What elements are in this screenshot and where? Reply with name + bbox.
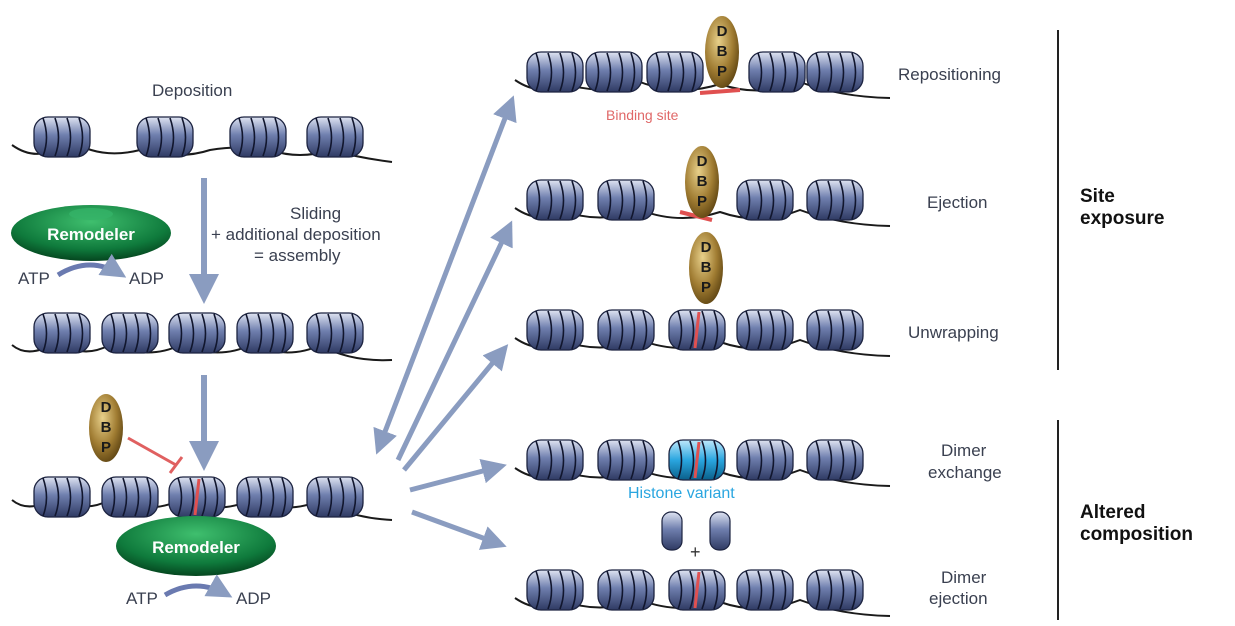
dbp-ej-d: D — [697, 153, 708, 170]
nucleosome-bound-1 — [33, 476, 91, 518]
nucleosome-assembly-4 — [236, 312, 294, 354]
additional-deposition-label: + additional deposition — [211, 225, 381, 244]
binding-site-repositioning — [699, 88, 741, 95]
arrow-ejection — [395, 220, 513, 462]
nucleosome-ejection-2 — [597, 179, 655, 221]
nucleosome-ejection-1 — [526, 179, 584, 221]
nucleosome-assembly-3 — [168, 312, 226, 354]
outcome-dimer-exchange-label-1: Dimer — [941, 441, 987, 460]
nucleosome-unwrapping-1 — [526, 309, 584, 351]
dbp-left-b: B — [101, 419, 112, 436]
remodeler-top: Remodeler — [11, 205, 171, 261]
atp-top-label: ATP — [18, 269, 50, 288]
nucleosome-dimer-ejection-1 — [526, 569, 584, 611]
dbp-rep-b: B — [717, 43, 728, 60]
nucleosome-deposition-2 — [136, 116, 194, 158]
nucleosome-unwrapping-5 — [806, 309, 864, 351]
nucleosome-dimer-ejection-4 — [736, 569, 794, 611]
atp-adp-curve-bottom — [163, 574, 233, 598]
adp-top-label: ADP — [129, 269, 164, 288]
histone-variant-label: Histone variant — [628, 485, 735, 502]
nucleosome-ejection-3 — [736, 179, 794, 221]
arrow-unwrapping — [402, 344, 509, 472]
nucleosome-dimer-ejection-5 — [806, 569, 864, 611]
nucleosome-dimer-exchange-4 — [736, 439, 794, 481]
nucleosome-repositioning-5 — [806, 51, 864, 93]
atp-bottom-label: ATP — [126, 589, 158, 608]
assembly-label: = assembly — [254, 246, 341, 265]
nucleosome-ejection-4 — [806, 179, 864, 221]
nucleosome-repositioning-3 — [646, 51, 704, 93]
nucleosome-repositioning-1 — [526, 51, 584, 93]
dbp-ej-b: B — [697, 173, 708, 190]
outcome-arrows — [373, 95, 517, 550]
binding-site-ejection — [679, 210, 713, 222]
nucleosome-unwrapping-4 — [736, 309, 794, 351]
dbp-left-p: P — [101, 439, 111, 456]
nucleosome-dimer-ejection-3 — [668, 569, 726, 611]
inhibition-line — [127, 436, 177, 467]
dbp-ejection: D B P — [685, 146, 719, 218]
nucleosome-deposition-4 — [306, 116, 364, 158]
altered-composition-label-1: Altered — [1080, 502, 1145, 523]
nucleosome-dimer-exchange-2 — [597, 439, 655, 481]
outcome-dimer-ejection-label-2: ejection — [929, 589, 988, 608]
sliding-label: Sliding — [290, 204, 341, 223]
dbp-repositioning: D B P — [705, 16, 739, 88]
site-exposure-label-1: Site — [1080, 186, 1115, 207]
nucleosome-bound-2 — [101, 476, 159, 518]
dbp-un-b: B — [701, 259, 712, 276]
nucleosome-dimer-exchange-3 — [668, 439, 726, 481]
inhibition-bar — [168, 456, 184, 474]
dbp-un-p: P — [701, 279, 711, 296]
remodeler-bottom-label: Remodeler — [152, 538, 240, 557]
dbp-rep-d: D — [717, 23, 728, 40]
nucleosome-dimer-exchange-5 — [806, 439, 864, 481]
nucleosome-assembly-1 — [33, 312, 91, 354]
remodeler-top-label: Remodeler — [47, 225, 135, 244]
deposition-label: Deposition — [152, 81, 232, 100]
remodeler-bottom: Remodeler — [116, 516, 276, 576]
adp-bottom-label: ADP — [236, 589, 271, 608]
dbp-left-d: D — [101, 399, 112, 416]
arrow-dimer-ejection — [411, 509, 507, 550]
binding-site-label: Binding site — [606, 107, 679, 123]
nucleosome-deposition-3 — [229, 116, 287, 158]
nucleosome-dimer-exchange-1 — [526, 439, 584, 481]
nucleosome-bound-5 — [306, 476, 364, 518]
nucleosome-dimer-ejection-2 — [597, 569, 655, 611]
altered-composition-label-2: composition — [1080, 524, 1193, 545]
dbp-un-d: D — [701, 239, 712, 256]
nucleosome-repositioning-4 — [748, 51, 806, 93]
nucleosome-bound-3 — [168, 476, 226, 518]
arrow-repositioning — [373, 95, 517, 455]
outcome-dimer-ejection-label-1: Dimer — [941, 568, 987, 587]
dbp-unwrapping: D B P — [689, 232, 723, 304]
outcome-ejection-label: Ejection — [927, 193, 987, 212]
nucleosome-assembly-5 — [306, 312, 364, 354]
nucleosome-assembly-2 — [101, 312, 159, 354]
dbp-left: D B P — [89, 394, 123, 462]
site-exposure-label-2: exposure — [1080, 208, 1164, 229]
nucleosome-repositioning-2 — [585, 51, 643, 93]
atp-adp-curve-top — [56, 253, 127, 278]
dbp-rep-p: P — [717, 63, 727, 80]
outcome-dimer-exchange-label-2: exchange — [928, 463, 1002, 482]
nucleosome-unwrapping-2 — [597, 309, 655, 351]
nucleosome-unwrapping-3 — [668, 309, 726, 351]
arrow-dimer-exchange — [409, 458, 507, 493]
outcome-unwrapping-label: Unwrapping — [908, 323, 999, 342]
nucleosome-deposition-1 — [33, 116, 91, 158]
dbp-ej-p: P — [697, 193, 707, 210]
free-dimers — [661, 511, 731, 551]
nucleosome-bound-4 — [236, 476, 294, 518]
outcome-repositioning-label: Repositioning — [898, 65, 1001, 84]
plus-sign: + — [690, 542, 701, 562]
